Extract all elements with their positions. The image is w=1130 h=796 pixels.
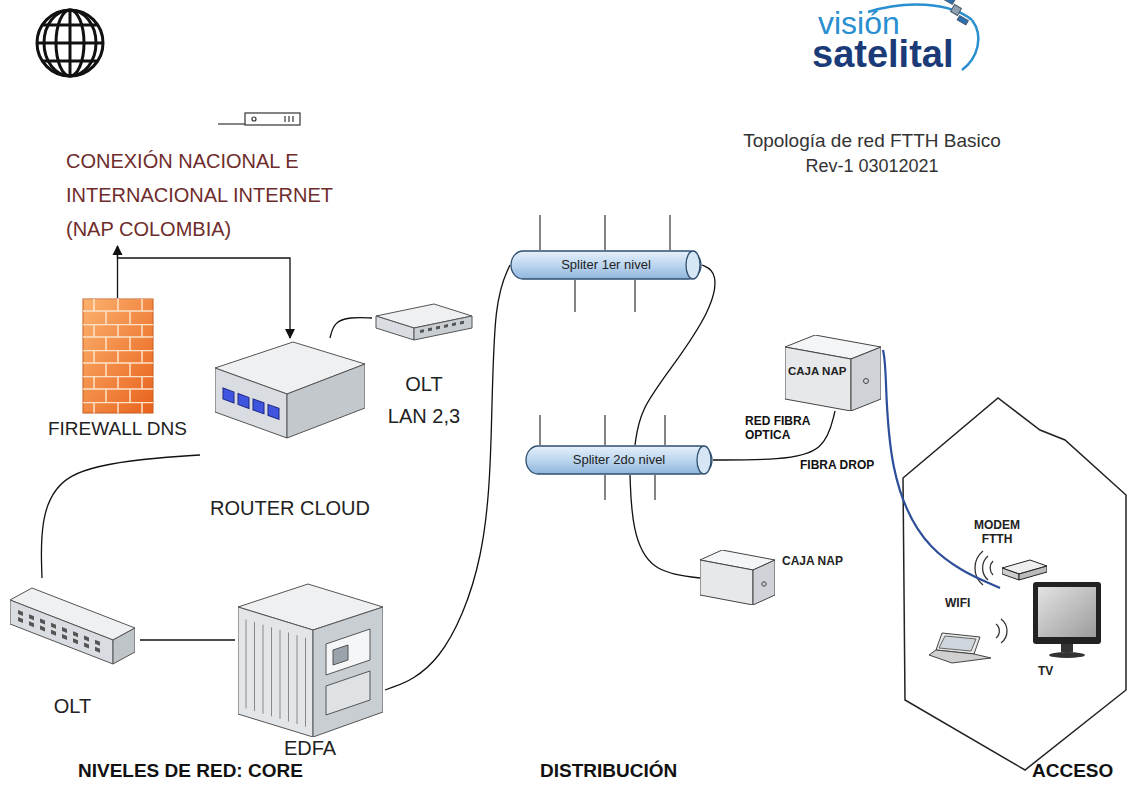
- wifi-waves: [975, 551, 1007, 643]
- edge-label-holder: FIBRA DROP: [800, 458, 880, 472]
- network-level: DISTRIBUCIÓN: [540, 760, 677, 783]
- router-icon: [215, 338, 365, 443]
- nap-device-icon: [218, 113, 300, 125]
- nap-box: CAJA NAP: [700, 550, 865, 605]
- node-label: CAJA NAP: [782, 554, 862, 568]
- node-label: EDFA: [235, 736, 385, 760]
- internet-cloud: CONEXIÓN NACIONAL E INTERNACIONAL INTERN…: [20, 6, 370, 246]
- fiber-link: [635, 265, 715, 445]
- splitter-node: Spliter 1er nivel: [510, 250, 702, 280]
- node-label: CAJA NAP: [788, 365, 850, 379]
- modem-node: MODEM FTTH: [962, 518, 1050, 588]
- fiber-link: [713, 411, 835, 460]
- tv-node: TV: [1030, 582, 1105, 678]
- revision-note: Rev-1 03012021: [672, 156, 1072, 178]
- fiber-link: [140, 639, 235, 640]
- title-holder: Topología de red FTTH Basico: [672, 130, 1072, 153]
- node-label: OLT: [5, 694, 140, 718]
- switch-icon: [374, 302, 474, 344]
- tv-icon: [1033, 582, 1101, 660]
- label-holder: DISTRIBUCIÓN: [540, 760, 677, 783]
- edfa-icon: [238, 582, 383, 737]
- edge-label-holder: RED FIBRA OPTICA: [745, 414, 820, 442]
- nap-box: CAJA NAP: [785, 335, 883, 411]
- olt-node: OLT: [5, 578, 140, 718]
- firewall-node: FIREWALL DNS: [30, 298, 205, 441]
- network-level: NIVELES DE RED: CORE: [78, 760, 303, 783]
- fiber-link: [630, 475, 700, 578]
- node-label: ROUTER CLOUD: [200, 496, 380, 520]
- modem-icon: [1002, 556, 1047, 582]
- label-holder: satelital: [812, 32, 954, 78]
- edge-label: FIBRA DROP: [800, 458, 880, 472]
- house-outline: [903, 398, 1126, 770]
- node-label: Spliter 1er nivel: [510, 250, 702, 280]
- node-label: TV: [1038, 664, 1078, 678]
- splitter-node: Spliter 2do nivel: [525, 445, 713, 475]
- logo-word: satelital: [812, 32, 954, 78]
- drop-fiber: [883, 350, 1000, 588]
- label-holder: ACCESO: [1032, 760, 1113, 783]
- node-label: MODEM FTTH: [967, 518, 1027, 547]
- fiber-link: [41, 455, 200, 578]
- node-label: OLT LAN 2,3: [386, 368, 462, 432]
- node-label: Spliter 2do nivel: [525, 445, 713, 475]
- diagram-title: Topología de red FTTH Basico: [672, 130, 1072, 153]
- globe-icon: [28, 6, 112, 80]
- label-holder: Rev-1 03012021: [672, 156, 1072, 178]
- satellite-icon: [944, 0, 969, 25]
- laptop-node: WIFI: [925, 596, 995, 666]
- nap-box-icon: [700, 550, 775, 605]
- olt-switch-node: OLT LAN 2,3: [372, 302, 476, 432]
- firewall-icon: [82, 298, 154, 414]
- node-label: WIFI: [945, 596, 985, 610]
- node-label: FIREWALL DNS: [30, 418, 205, 441]
- edge-label: RED FIBRA OPTICA: [745, 414, 820, 442]
- node-label: CONEXIÓN NACIONAL E INTERNACIONAL INTERN…: [66, 144, 366, 246]
- olt-icon: [10, 578, 135, 666]
- label-holder: NIVELES DE RED: CORE: [78, 760, 303, 783]
- edfa-node: EDFA: [235, 582, 385, 760]
- laptop-icon: [928, 632, 992, 664]
- fiber-link: [330, 318, 372, 338]
- network-level: ACCESO: [1032, 760, 1113, 783]
- router-node: ROUTER CLOUD: [200, 338, 380, 520]
